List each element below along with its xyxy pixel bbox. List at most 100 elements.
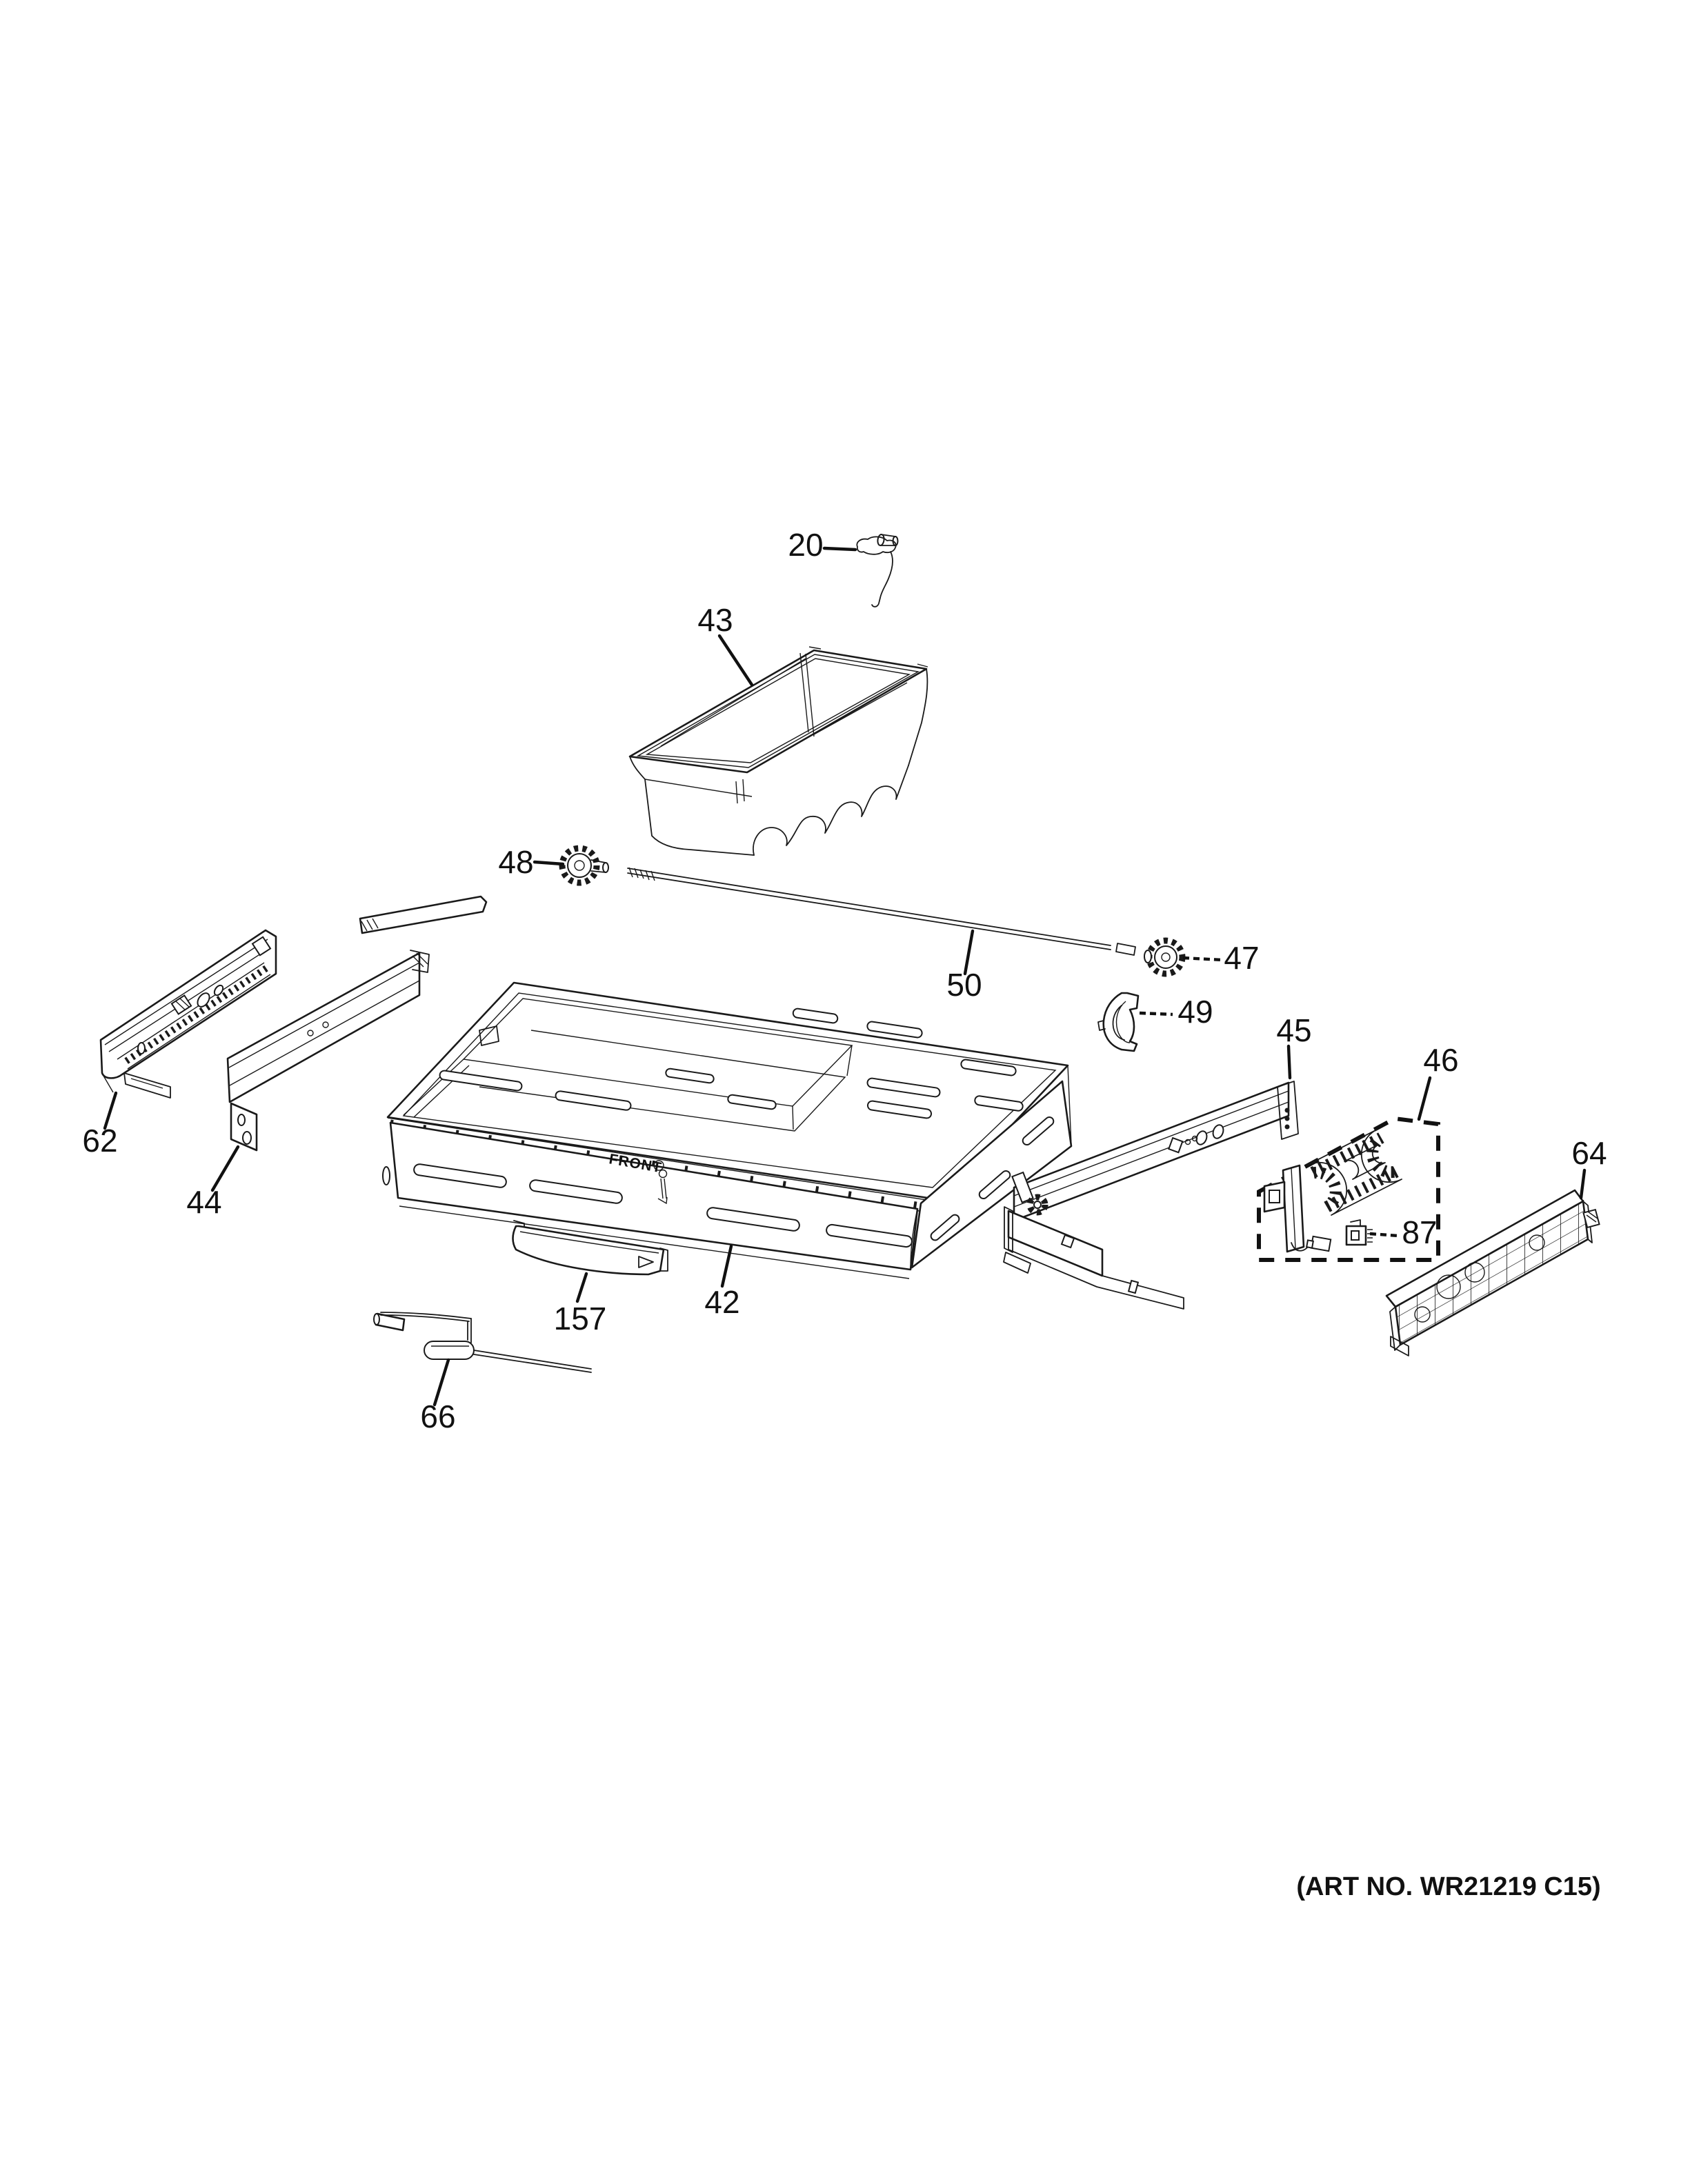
rivet xyxy=(1284,1124,1290,1130)
drawer-wall-tab xyxy=(479,1025,499,1046)
wire-bend xyxy=(467,1318,472,1343)
part-49-clip-drawing xyxy=(1097,992,1140,1052)
kit-dashed-boundary xyxy=(1257,1116,1440,1262)
part-45-rail-drawing xyxy=(1003,1081,1299,1310)
handle-arrow-icon xyxy=(638,1256,654,1268)
rail-inner-lines xyxy=(228,962,420,1086)
leader-157 xyxy=(575,1272,588,1303)
channel-tab xyxy=(1127,1279,1140,1294)
rail-rivet xyxy=(322,1021,329,1028)
rail-latch-hatch xyxy=(175,998,190,1010)
gear-hub xyxy=(1161,952,1171,962)
chain-outer xyxy=(1306,1129,1402,1216)
part-label-43: 43 xyxy=(697,602,733,638)
gear-shaft xyxy=(590,859,606,873)
plate-crease xyxy=(1291,1168,1296,1249)
rail-inner-lines xyxy=(1013,1090,1289,1208)
inner-bar-hatch xyxy=(361,918,379,932)
part-20-clip-drawing xyxy=(856,534,899,608)
part-64-grille-drawing xyxy=(1385,1189,1600,1356)
slot xyxy=(974,1095,1024,1112)
grille-foot xyxy=(1390,1336,1409,1356)
gear-body xyxy=(1154,945,1177,969)
leader-44 xyxy=(210,1145,240,1192)
wire-tail xyxy=(473,1350,592,1373)
rail-hole xyxy=(1195,1130,1208,1145)
drawer-compartment-floor xyxy=(479,1030,846,1132)
basket-left-front xyxy=(629,756,755,856)
rail-hole-small xyxy=(137,1042,146,1054)
front-slot xyxy=(529,1179,623,1204)
grille-detail-circle xyxy=(1414,1306,1431,1323)
bracket-hole xyxy=(242,1131,252,1145)
plate-clip-hole xyxy=(1269,1190,1280,1203)
part-66-wire-drawing xyxy=(373,1312,592,1373)
gear-nub xyxy=(1144,950,1152,963)
basket-scallops xyxy=(753,765,909,856)
rail-dot xyxy=(1191,1135,1198,1142)
slot xyxy=(960,1059,1017,1076)
slot xyxy=(866,1100,933,1119)
leader-49 xyxy=(1139,1011,1173,1016)
part-157-handle-drawing xyxy=(512,1220,668,1276)
drawer-compartment-walls xyxy=(403,1045,853,1130)
channel-foot xyxy=(1003,1252,1031,1274)
basket-front-crease xyxy=(644,779,753,797)
rod-hatch xyxy=(628,867,655,881)
part-label-50: 50 xyxy=(946,967,982,1003)
front-slot xyxy=(706,1207,800,1232)
leader-45 xyxy=(1286,1044,1292,1080)
rail-latch-hole xyxy=(170,994,192,1015)
part-87-connector-drawing xyxy=(1345,1219,1373,1246)
basket-rim-tabs xyxy=(808,646,928,668)
rod-lines xyxy=(627,868,1111,950)
harness-plug-pin xyxy=(1306,1239,1314,1249)
leader-43 xyxy=(717,634,754,687)
leader-87 xyxy=(1369,1232,1400,1238)
part-label-87: 87 xyxy=(1402,1214,1437,1250)
clip-outline xyxy=(1102,992,1140,1052)
side-slot xyxy=(1022,1116,1055,1146)
rail-foot-detail xyxy=(103,1075,163,1093)
clip-body xyxy=(856,536,897,555)
part-label-47: 47 xyxy=(1224,940,1259,976)
part-label-157: 157 xyxy=(554,1301,607,1336)
rivet xyxy=(1284,1116,1290,1121)
basket-interior-lines xyxy=(660,653,908,747)
rail-latch-hole xyxy=(1168,1136,1184,1154)
channel-end-plate xyxy=(1004,1206,1013,1253)
grille-detail-circle xyxy=(1529,1234,1545,1251)
slot xyxy=(439,1070,523,1092)
part-label-62: 62 xyxy=(82,1123,117,1159)
part-62-rail-drawing xyxy=(99,929,277,1099)
part-label-49: 49 xyxy=(1177,994,1213,1030)
clip-tab xyxy=(1097,1020,1106,1031)
leader-46 xyxy=(1417,1076,1432,1121)
chain-links xyxy=(1308,1132,1400,1212)
front-slot xyxy=(413,1163,507,1188)
grille-detail-circle xyxy=(1464,1262,1485,1283)
part-label-44: 44 xyxy=(186,1184,221,1220)
part-label-20: 20 xyxy=(788,527,823,563)
leader-50 xyxy=(963,929,975,976)
part-42-drawer-drawing: FRONT xyxy=(382,981,1073,1279)
handle-end-cap xyxy=(659,1248,668,1272)
part-label-64: 64 xyxy=(1571,1135,1607,1171)
rail-end-clip xyxy=(251,936,272,956)
connector-socket xyxy=(1351,1230,1360,1241)
rail-rivet xyxy=(307,1030,314,1036)
leader-66 xyxy=(433,1358,450,1407)
bracket-hole xyxy=(237,1114,246,1126)
keyhole-bottom xyxy=(658,1169,668,1179)
part-50-rod-drawing xyxy=(627,867,1136,956)
part-44-rail-drawing xyxy=(226,895,488,1152)
corner-posts xyxy=(910,1065,1072,1270)
slot xyxy=(727,1094,777,1110)
rail-pinion xyxy=(1026,1194,1048,1216)
chain-hole xyxy=(1344,1145,1386,1180)
grille-detail-circle xyxy=(1436,1274,1461,1299)
rail-end-clip xyxy=(410,950,430,973)
rail-left-bracket xyxy=(1011,1171,1034,1203)
leader-48 xyxy=(533,860,565,866)
